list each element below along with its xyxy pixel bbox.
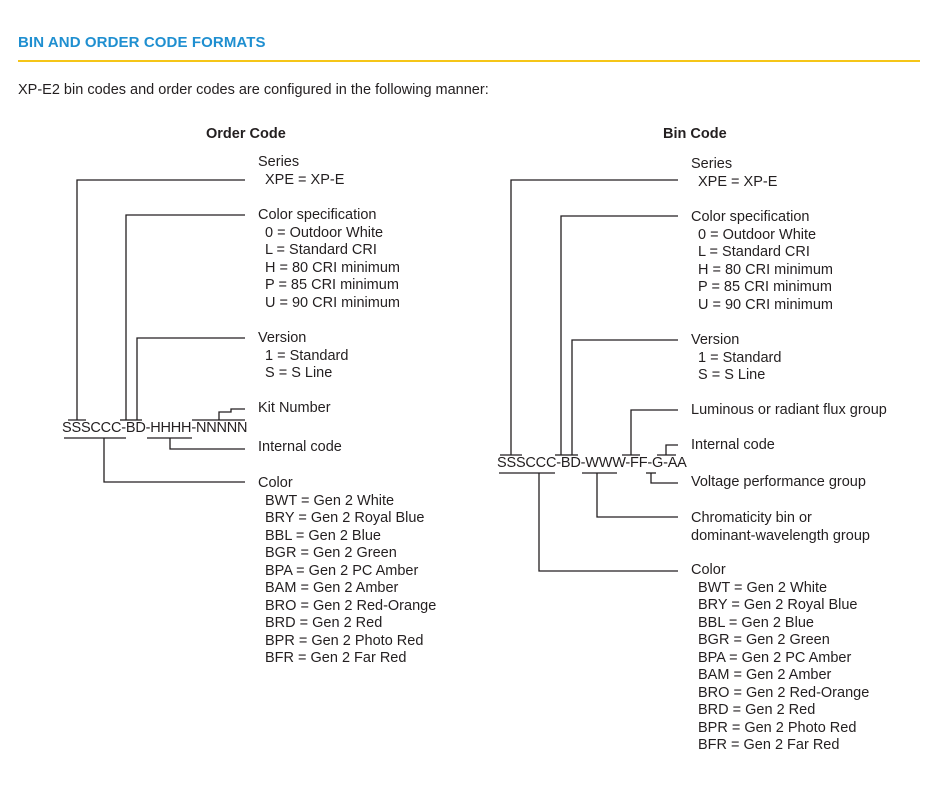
order-color-item: BRO = Gen 2 Red-Orange: [265, 597, 437, 614]
bin-color-item: BFR = Gen 2 Far Red: [698, 737, 840, 753]
bin-version-group: Version 1 = Standard S = S Line: [691, 332, 781, 385]
bin-version-connector: [571, 339, 678, 455]
bin-flux-label: Luminous or radiant flux group: [691, 402, 887, 418]
order-color-spec-item: U = 90 CRI minimum: [265, 294, 400, 311]
order-color-item: BPR = Gen 2 Photo Red: [265, 632, 424, 649]
bin-version-item: S = S Line: [698, 367, 766, 383]
section-heading: BIN AND ORDER CODE FORMATS: [18, 34, 266, 51]
order-color-spec-connector: [125, 214, 245, 420]
bin-code-title: Bin Code: [663, 126, 727, 142]
order-internal-label: Internal code: [258, 439, 342, 455]
bin-color-spec-label: Color specification: [691, 209, 810, 225]
bin-color-spec-item: P = 85 CRI minimum: [698, 279, 832, 295]
order-color-spec-group: Color specification 0 = Outdoor White L …: [258, 207, 400, 312]
bin-color-item: BRY = Gen 2 Royal Blue: [698, 597, 858, 613]
bin-color-spec-item: U = 90 CRI minimum: [698, 296, 833, 313]
order-color-item: BRD = Gen 2 Red: [265, 615, 383, 631]
order-series-item: XPE = XP-E: [265, 171, 345, 188]
bin-color-spec-group: Color specification 0 = Outdoor White L …: [691, 209, 833, 314]
order-code-title: Order Code: [206, 126, 286, 142]
bin-code-string: SSSCCC-BD-WWW-FF-G-AA: [497, 455, 687, 471]
bin-color-connector: [538, 473, 678, 572]
order-color-item: BFR = Gen 2 Far Red: [265, 650, 407, 666]
order-version-item: S = S Line: [265, 365, 333, 381]
bin-series-connector: [510, 179, 678, 455]
bin-chroma-line: Chromaticity bin or: [691, 510, 812, 526]
bin-chroma-connector: [596, 473, 678, 518]
bin-chroma-group: Chromaticity bin or dominant-wavelength …: [691, 510, 870, 545]
bin-color-item: BBL = Gen 2 Blue: [698, 614, 814, 631]
order-color-item: BGR = Gen 2 Green: [265, 545, 397, 561]
order-color-spec-item: P = 85 CRI minimum: [265, 277, 399, 293]
bin-color-item: BRO = Gen 2 Red-Orange: [698, 684, 870, 701]
bin-color-item: BWT = Gen 2 White: [698, 579, 828, 596]
order-version-connector: [136, 337, 245, 420]
bin-voltage-connector: [650, 473, 678, 484]
order-series-group: Series XPE = XP-E: [258, 154, 344, 189]
order-color-item: BAM = Gen 2 Amber: [265, 580, 399, 596]
order-color-group: Color BWT = Gen 2 White BRY = Gen 2 Roya…: [258, 475, 436, 668]
order-color-label: Color: [258, 475, 293, 491]
bin-internal-connector: [665, 444, 678, 455]
order-color-item: BPA = Gen 2 PC Amber: [265, 562, 419, 579]
order-color-item: BRY = Gen 2 Royal Blue: [265, 510, 425, 526]
bin-color-item: BRD = Gen 2 Red: [698, 702, 816, 718]
bin-version-label: Version: [691, 332, 740, 348]
order-color-spec-item: H = 80 CRI minimum: [265, 259, 400, 276]
bin-color-spec-item: L = Standard CRI: [698, 244, 810, 260]
bin-version-item: 1 = Standard: [698, 349, 782, 366]
bin-internal-label: Internal code: [691, 437, 775, 453]
order-color-spec-item: L = Standard CRI: [265, 242, 377, 258]
order-color-item: BBL = Gen 2 Blue: [265, 527, 381, 544]
bin-color-item: BPA = Gen 2 PC Amber: [698, 649, 852, 666]
bin-series-group: Series XPE = XP-E: [691, 156, 777, 191]
bin-series-item: XPE = XP-E: [698, 173, 778, 190]
bin-color-item: BGR = Gen 2 Green: [698, 632, 830, 648]
bin-color-item: BAM = Gen 2 Amber: [698, 667, 832, 683]
order-color-spec-label: Color specification: [258, 207, 377, 223]
order-code-string: SSSCCC-BD-HHHH-NNNNN: [62, 420, 248, 436]
order-series-label: Series: [258, 154, 300, 170]
bin-chroma-line: dominant-wavelength group: [691, 527, 870, 544]
order-kit-label: Kit Number: [258, 400, 331, 416]
order-color-spec-item: 0 = Outdoor White: [265, 224, 384, 241]
order-series-connector: [76, 179, 245, 420]
bin-color-label: Color: [691, 562, 726, 578]
order-color-connector: [103, 438, 245, 483]
heading-divider: [18, 60, 920, 62]
order-kit-connector: [218, 408, 245, 420]
bin-flux-connector: [630, 409, 678, 455]
order-color-item: BWT = Gen 2 White: [265, 492, 395, 509]
order-version-label: Version: [258, 330, 307, 346]
bin-series-label: Series: [691, 156, 733, 172]
order-version-item: 1 = Standard: [265, 347, 349, 364]
order-version-group: Version 1 = Standard S = S Line: [258, 330, 348, 383]
bin-color-spec-item: 0 = Outdoor White: [698, 226, 817, 243]
order-internal-connector: [169, 438, 245, 450]
bin-color-spec-item: H = 80 CRI minimum: [698, 261, 833, 278]
bin-color-group: Color BWT = Gen 2 White BRY = Gen 2 Roya…: [691, 562, 869, 755]
bin-voltage-label: Voltage performance group: [691, 474, 866, 490]
bin-color-item: BPR = Gen 2 Photo Red: [698, 719, 857, 736]
intro-text: XP-E2 bin codes and order codes are conf…: [18, 82, 489, 98]
bin-color-spec-connector: [560, 215, 678, 455]
